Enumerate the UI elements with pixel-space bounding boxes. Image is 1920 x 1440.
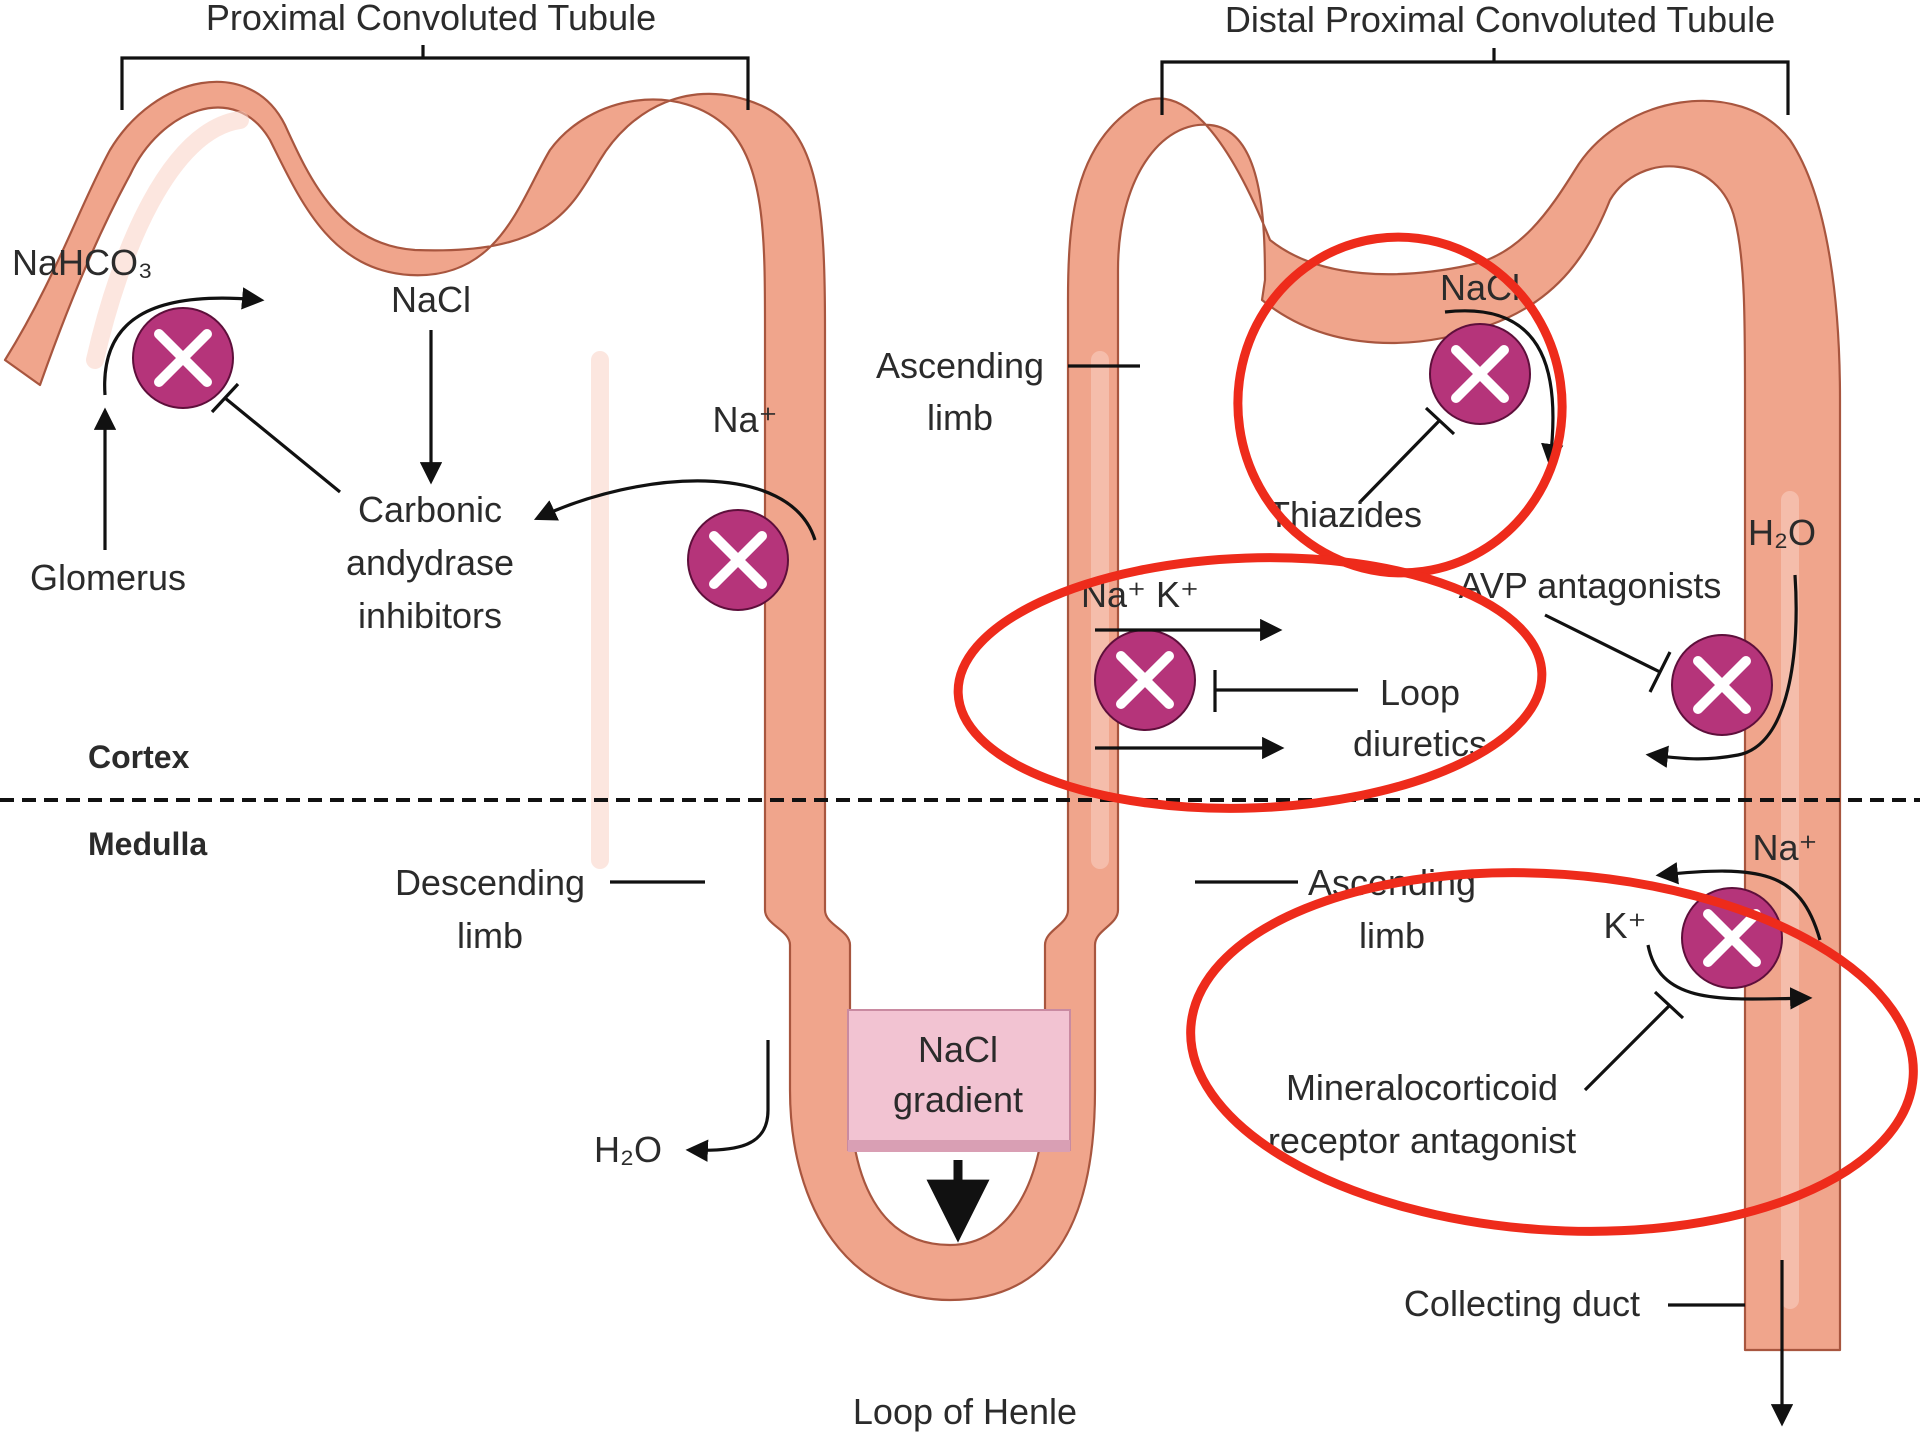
- h2o-cd-label: H₂O: [1748, 512, 1816, 553]
- desc-limb-label-2: limb: [457, 915, 523, 956]
- blocker-icon: [688, 510, 788, 610]
- asc-limb-top-label-1: Ascending: [876, 345, 1044, 386]
- carbonic-label-1: Carbonic: [358, 489, 502, 530]
- mra-label-2: receptor antagonist: [1268, 1120, 1576, 1161]
- desc-limb-label-1: Descending: [395, 862, 585, 903]
- mra-inhibit-line: [1585, 992, 1683, 1090]
- blocker-icon: [1095, 630, 1195, 730]
- loop-of-henle-label: Loop of Henle: [853, 1391, 1077, 1432]
- distal-header: Distal Proximal Convoluted Tubule: [1162, 0, 1788, 115]
- asc-limb-bot-label-2: limb: [1359, 915, 1425, 956]
- na-plus-cd-label: Na⁺: [1752, 827, 1817, 868]
- blocker-icon: [1430, 324, 1530, 424]
- blocker-icon: [1672, 635, 1772, 735]
- gradient-label-2: gradient: [893, 1079, 1023, 1120]
- nacl-distal-label: NaCl: [1440, 267, 1520, 308]
- thiazides-inhibit-line: [1360, 408, 1454, 502]
- carbonic-label-3: inhibitors: [358, 595, 502, 636]
- carbonic-label-2: andydrase: [346, 542, 514, 583]
- loop-label-1: Loop: [1380, 672, 1460, 713]
- asc-limb-top-label-2: limb: [927, 397, 993, 438]
- h2o-desc-label: H₂O: [594, 1129, 662, 1170]
- na-plus-pct-label: Na⁺: [712, 399, 777, 440]
- mra-label-1: Mineralocorticoid: [1286, 1067, 1558, 1108]
- cortex-label: Cortex: [88, 739, 190, 775]
- nacl-gradient-box: NaCl gradient: [848, 1010, 1070, 1152]
- collecting-duct-label: Collecting duct: [1404, 1283, 1640, 1324]
- proximal-header-label: Proximal Convoluted Tubule: [206, 0, 656, 38]
- distal-header-label: Distal Proximal Convoluted Tubule: [1225, 0, 1775, 40]
- glomerus-label: Glomerus: [30, 557, 186, 598]
- carbonic-inhibit-line: [212, 384, 340, 492]
- h2o-desc-arrow: [690, 1040, 768, 1150]
- blocker-icon: [133, 308, 233, 408]
- medulla-label: Medulla: [88, 826, 207, 862]
- avp-inhibit-line: [1545, 615, 1670, 692]
- avp-label: AVP antagonists: [1459, 565, 1722, 606]
- gradient-label-1: NaCl: [918, 1029, 998, 1070]
- nahco3-label: NaHCO₃: [12, 242, 153, 283]
- nacl-pct-label: NaCl: [391, 279, 471, 320]
- loop-inhibit-line: [1215, 670, 1358, 712]
- k-plus-cd-label: K⁺: [1603, 905, 1646, 946]
